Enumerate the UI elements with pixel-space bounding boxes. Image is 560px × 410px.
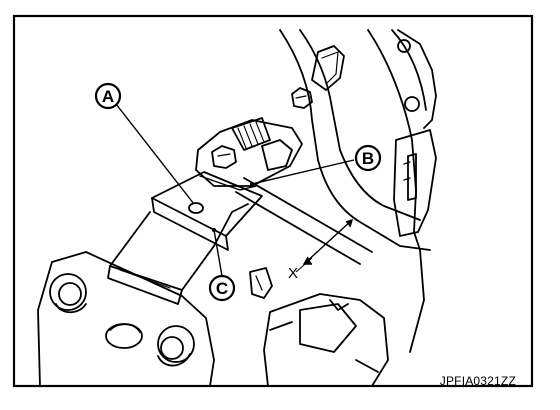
frame-member-outline [279, 29, 431, 251]
lower-right-bracket [263, 293, 389, 387]
leader-b [251, 159, 355, 185]
leader-b-dot [250, 182, 254, 186]
harness-rod-lower [235, 191, 361, 265]
base-bolt-right-inner [160, 336, 184, 360]
frame-member-edge [391, 29, 427, 111]
small-clip [249, 267, 273, 299]
harness-rod-upper [243, 177, 373, 253]
svg-text:C: C [216, 279, 228, 298]
svg-text:B: B [362, 149, 374, 168]
leader-a [115, 103, 195, 205]
base-plate [37, 251, 215, 387]
right-hole [404, 96, 420, 112]
upper-cutout [311, 45, 345, 91]
upper-cutout-shade [321, 51, 339, 85]
frame-member-flange [397, 29, 437, 129]
upper-bolt [291, 87, 313, 109]
svg-text:A: A [102, 87, 114, 106]
frame-member-inner [299, 29, 421, 221]
strap-top [109, 211, 215, 291]
dimension-x-label: X [288, 265, 298, 282]
strap-edge [107, 265, 183, 305]
plate-hole [188, 202, 204, 214]
right-bracket-slot [407, 153, 417, 201]
callout-a: A [94, 82, 122, 110]
callout-b: B [354, 144, 382, 172]
base-bolt-left-outer [49, 273, 87, 311]
upper-right-hole [397, 39, 411, 53]
leader-c-dot [212, 228, 216, 232]
base-bolt-left-inner [58, 282, 82, 306]
clip-lock [261, 139, 293, 171]
base-bolt-right-outer [157, 325, 195, 363]
figure-frame [12, 14, 534, 388]
dimension-x [295, 218, 354, 273]
callout-c: C [208, 274, 236, 302]
mounting-plate [151, 171, 263, 237]
leader-c [213, 229, 223, 277]
right-bracket [393, 129, 437, 237]
clip-ribbed-section [231, 117, 271, 151]
figure-code: JPFIA0321ZZ [439, 374, 516, 388]
clip-bolt-head [211, 145, 237, 169]
